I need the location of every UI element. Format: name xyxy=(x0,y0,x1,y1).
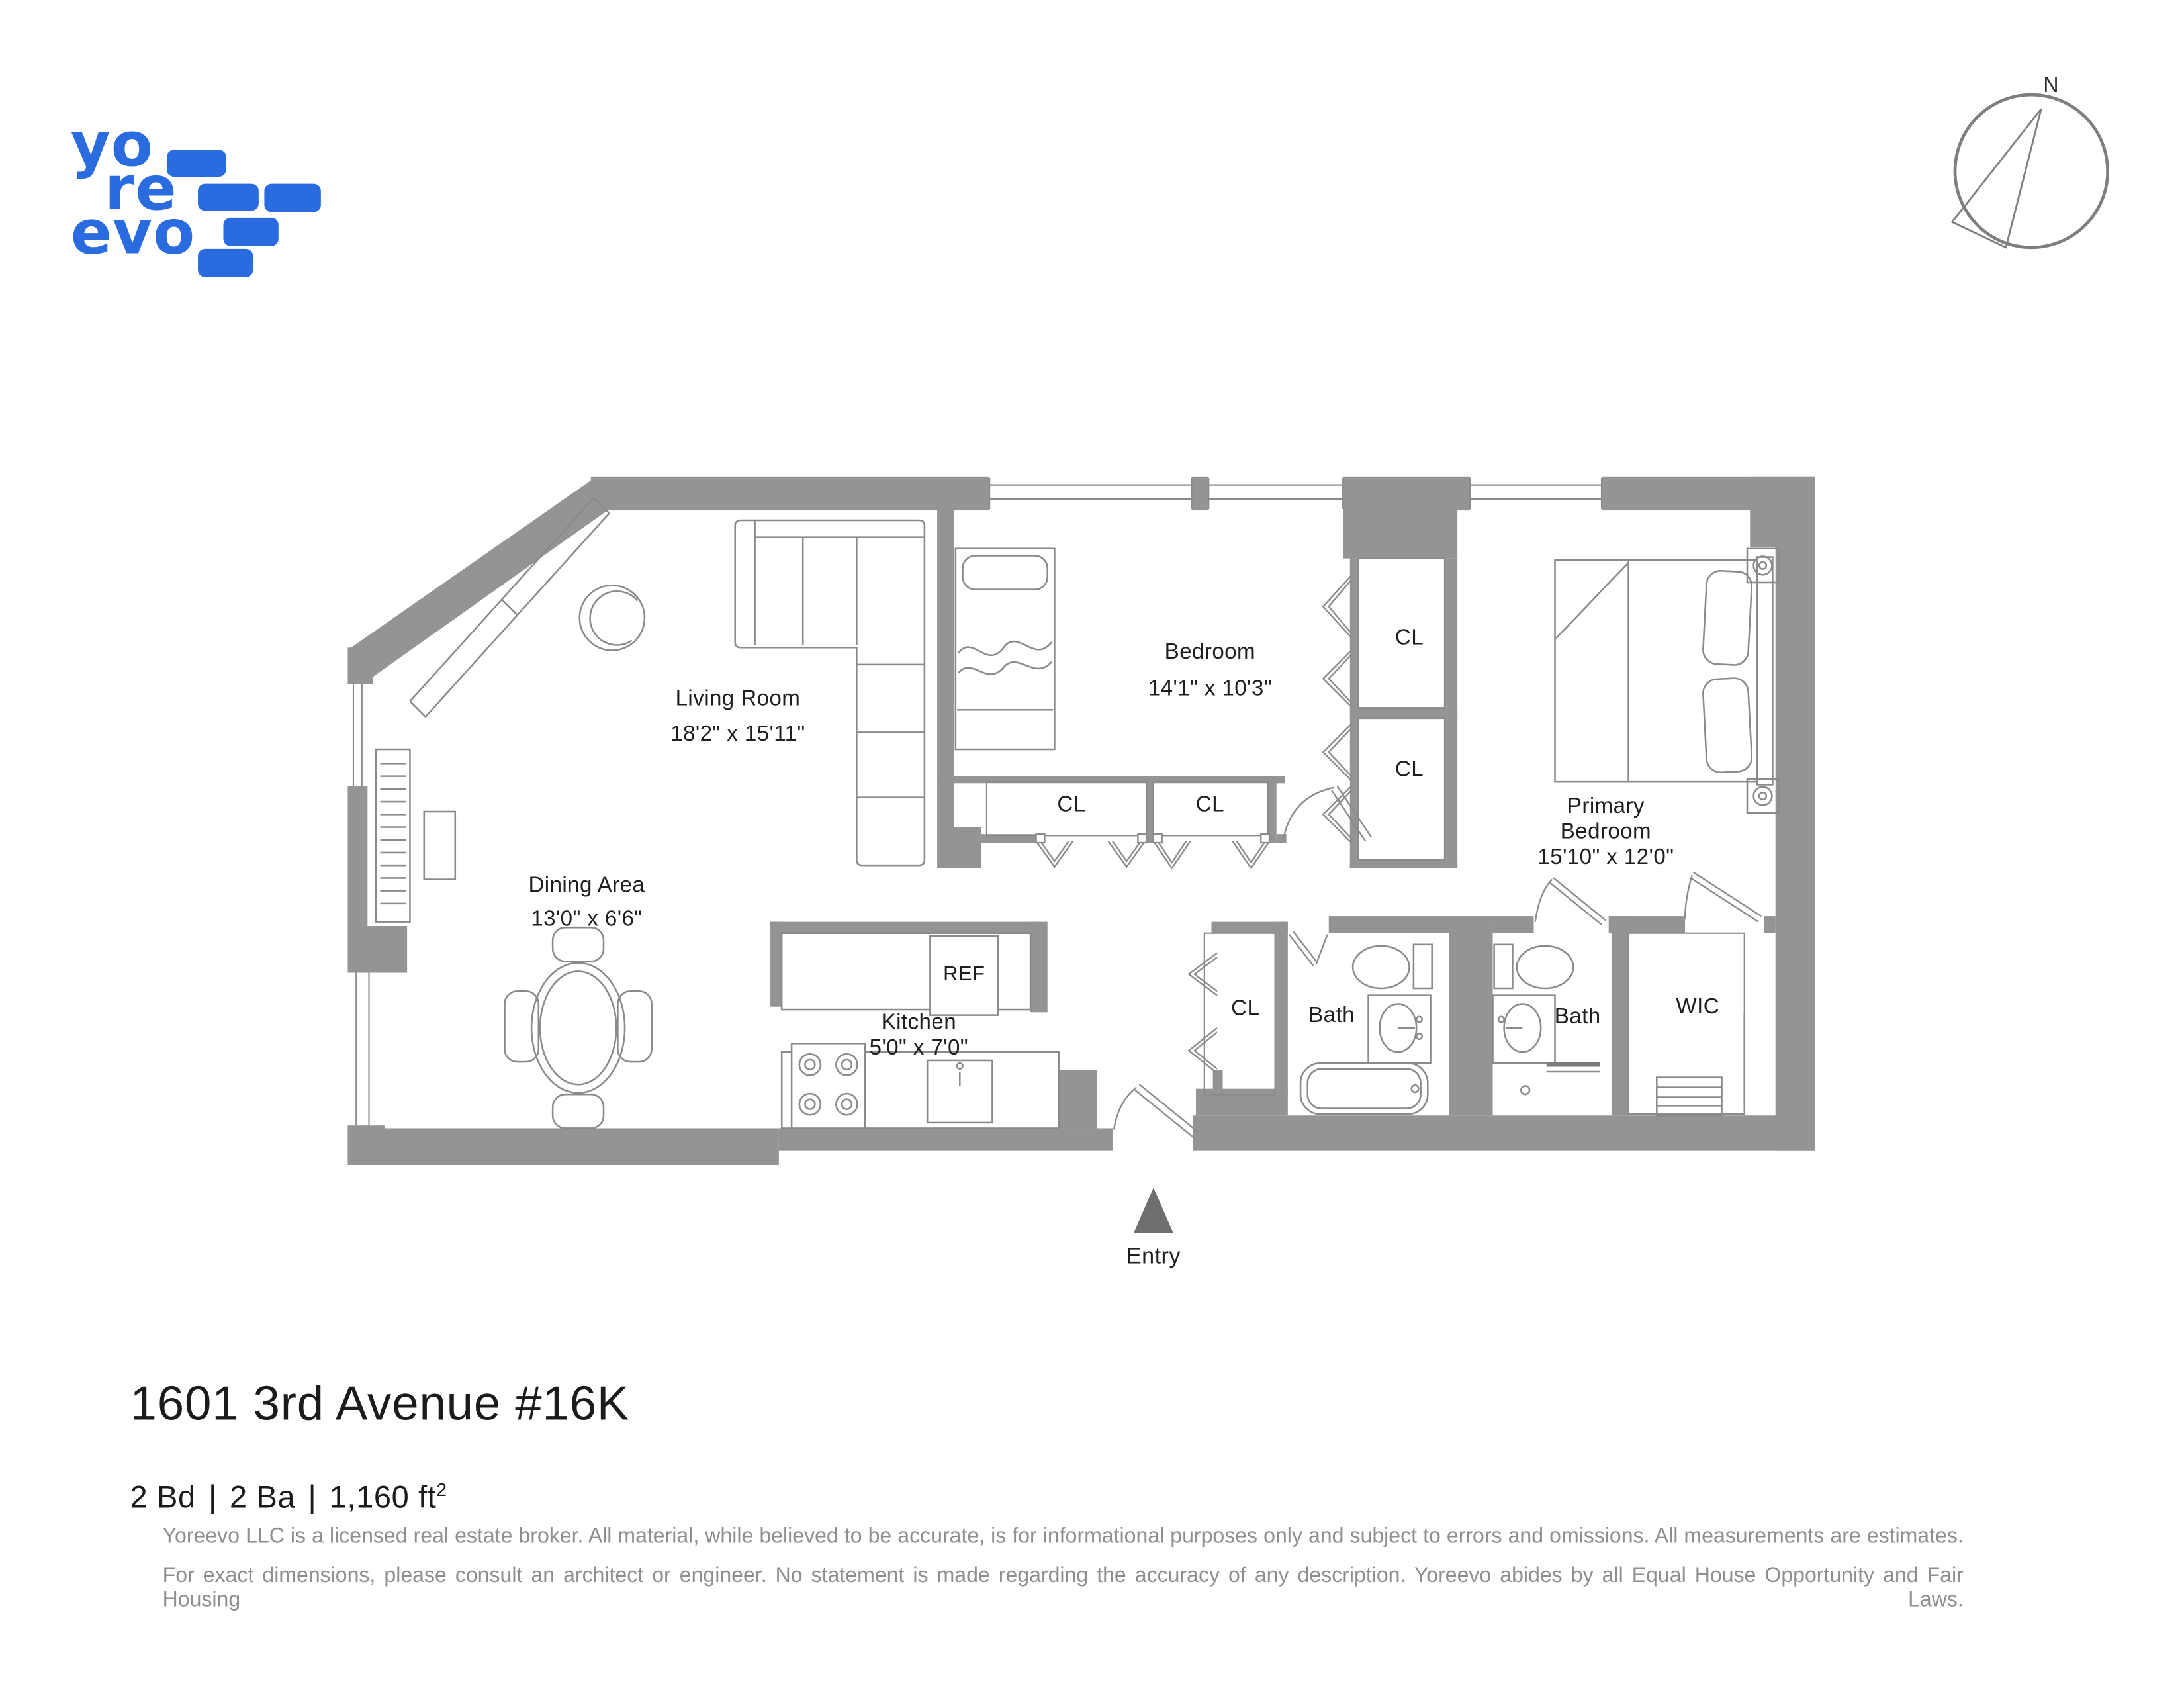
wall-right xyxy=(1775,476,1815,1151)
bedroom-furniture xyxy=(954,547,1056,751)
legal-disclaimer: Yoreevo LLC is a licensed real estate br… xyxy=(162,1524,1964,1628)
primary-bedroom-label-2: Bedroom xyxy=(1560,820,1652,844)
disclaimer-line-1: Yoreevo LLC is a licensed real estate br… xyxy=(162,1524,1964,1548)
logo-brick xyxy=(264,183,321,212)
bathtub-icon xyxy=(1299,1062,1429,1115)
dining-table-icon xyxy=(504,926,653,1129)
logo-brick xyxy=(223,217,279,246)
kitchen-fixtures xyxy=(780,932,1060,1129)
bedroom-label: Bedroom xyxy=(1164,640,1256,665)
entry-door-icon xyxy=(1113,1084,1199,1139)
bench-icon xyxy=(409,496,610,718)
kitchen-counter-top xyxy=(780,932,1032,1011)
walls xyxy=(347,476,1815,1165)
vanity-sink-icon xyxy=(1492,994,1556,1064)
kitchen-dims: 5'0" x 7'0" xyxy=(869,1036,969,1060)
closet-label-foyer: CL xyxy=(1231,996,1260,1021)
kitchen-label: Kitchen xyxy=(881,1010,957,1035)
vanity-sink-icon xyxy=(1367,994,1432,1064)
swing-doors xyxy=(1113,785,1762,1139)
spec-area-superscript: 2 xyxy=(436,1479,447,1501)
media-console-icon xyxy=(375,748,457,923)
unit-specs: 2 Bd | 2 Ba | 1,160 ft2 xyxy=(130,1479,447,1516)
toilet-icon xyxy=(1351,943,1433,990)
logo-line-1: yo xyxy=(70,110,154,181)
bathroom-fixtures xyxy=(1299,943,1746,1117)
yoreevo-logo: yo re evo xyxy=(70,110,196,269)
logo-line-3: evo xyxy=(70,197,196,269)
address-title: 1601 3rd Avenue #16K xyxy=(130,1377,630,1431)
primary-bedroom-label-1: Primary xyxy=(1567,794,1645,819)
living-room-label: Living Room xyxy=(675,686,801,712)
spec-beds: 2 Bd xyxy=(130,1479,196,1515)
spec-separator: | xyxy=(308,1479,317,1515)
wall-sconce-icon xyxy=(1746,778,1780,814)
wic-door-icon xyxy=(1684,871,1762,923)
logo-brick xyxy=(198,183,259,211)
spec-separator: | xyxy=(208,1479,217,1515)
sofa-icon xyxy=(734,519,926,867)
sink-icon xyxy=(926,1059,993,1124)
closet-doors xyxy=(1035,575,1352,1074)
wic-shelves-icon xyxy=(1656,1013,1746,1117)
logo-brick xyxy=(167,150,226,177)
stove-icon xyxy=(790,1043,866,1129)
refrigerator-label: REF xyxy=(943,963,985,986)
kitchen-counter-bottom xyxy=(780,1051,1060,1129)
entry-arrow-icon xyxy=(1134,1188,1173,1233)
bath-left-label: Bath xyxy=(1308,1004,1355,1028)
bed-icon xyxy=(954,547,1056,751)
wall-kitchen-top xyxy=(770,921,1039,933)
bath-right-label: Bath xyxy=(1554,1005,1601,1029)
closet-label-hall-left: CL xyxy=(1057,792,1086,818)
windows xyxy=(352,477,1603,1126)
living-room-furniture xyxy=(375,496,926,1129)
wall-sconce-icon xyxy=(1746,547,1780,584)
toilet-icon xyxy=(1493,943,1574,990)
bath-right-door-icon xyxy=(1534,877,1607,925)
closet-label-bedroom-upper: CL xyxy=(1394,626,1424,651)
bedroom-dims: 14'1" x 10'3" xyxy=(1148,677,1272,702)
living-room-dims: 18'2" x 15'11" xyxy=(670,722,805,747)
dining-area-dims: 13'0" x 6'6" xyxy=(531,907,643,932)
primary-bedroom-dims: 15'10" x 12'0" xyxy=(1537,845,1674,870)
dining-area-label: Dining Area xyxy=(528,873,645,898)
entry-label: Entry xyxy=(1126,1244,1181,1270)
bath-left-door-icon xyxy=(1289,931,1328,966)
logo-line-2: re xyxy=(105,154,177,225)
compass-north-label: N xyxy=(2043,73,2060,98)
wic-label: WIC xyxy=(1676,995,1720,1019)
armchair-icon xyxy=(578,584,646,651)
spec-area: 1,160 ft xyxy=(329,1479,437,1515)
spec-baths: 2 Ba xyxy=(230,1479,296,1515)
logo-brick xyxy=(198,248,253,277)
wall-diagonal xyxy=(349,476,614,679)
disclaimer-line-2: For exact dimensions, please consult an … xyxy=(162,1563,1964,1612)
primary-door-icon xyxy=(1283,785,1372,842)
wall-living-bedroom xyxy=(937,508,954,827)
primary-bedroom-furniture xyxy=(1554,547,1780,814)
shower-icon xyxy=(1520,1062,1600,1096)
primary-bed-icon xyxy=(1554,556,1774,786)
closet-outlines xyxy=(985,557,1745,1115)
refrigerator-icon xyxy=(929,935,999,1016)
closet-label-bedroom-lower: CL xyxy=(1394,757,1424,782)
compass-icon xyxy=(1950,93,2110,250)
closet-label-hall-right: CL xyxy=(1195,792,1224,818)
